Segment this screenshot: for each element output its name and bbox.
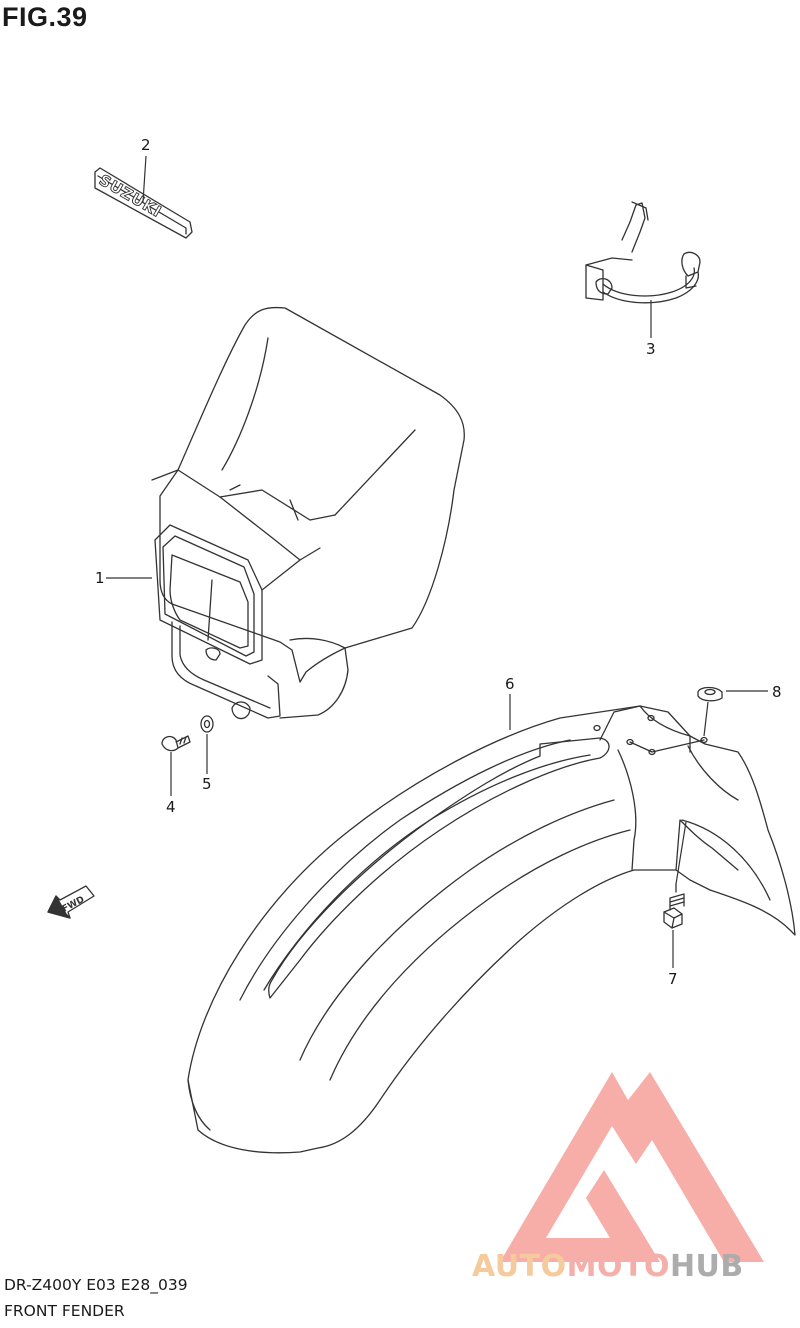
front-fender-part xyxy=(187,705,796,1154)
number-plate-part xyxy=(151,306,465,720)
footer-model-code: DR-Z400Y E03 E28_039 xyxy=(4,1276,188,1294)
callout-6: 6 xyxy=(505,675,515,693)
suzuki-emblem-part: SUZUKI xyxy=(94,167,193,239)
watermark-text-hub: HUB xyxy=(670,1249,744,1284)
callout-2: 2 xyxy=(141,136,151,154)
figure-title: FIG.39 xyxy=(2,2,88,32)
leader-line-2 xyxy=(142,155,147,203)
callout-7: 7 xyxy=(668,970,678,988)
leader-line-8b xyxy=(703,701,709,737)
svg-text:AUTOMOTOHUB: AUTOMOTOHUB xyxy=(472,1249,744,1284)
grommet-part xyxy=(697,686,723,702)
callout-numbers: 1 2 3 4 5 6 7 8 xyxy=(95,136,782,988)
washer-part xyxy=(200,715,214,733)
watermark-text-moto: MOTO xyxy=(567,1249,670,1284)
footer-section-name: FRONT FENDER xyxy=(4,1302,125,1320)
fwd-direction-arrow: FWD xyxy=(47,885,95,919)
headlight-bracket-part xyxy=(585,201,701,304)
callout-3: 3 xyxy=(646,340,656,358)
screw-part xyxy=(161,735,191,752)
leader-line-7b xyxy=(675,821,687,885)
watermark-triangle-icon xyxy=(500,1072,764,1262)
callout-4: 4 xyxy=(166,798,176,816)
leader-lines xyxy=(106,155,768,968)
watermark-text-auto: AUTO xyxy=(472,1249,567,1284)
emblem-text: SUZUKI xyxy=(96,171,165,221)
watermark-logo: AUTOMOTOHUB xyxy=(472,1072,764,1284)
callout-1: 1 xyxy=(95,569,105,587)
bolt-part xyxy=(663,883,685,929)
callout-5: 5 xyxy=(202,775,212,793)
callout-8: 8 xyxy=(772,683,782,701)
